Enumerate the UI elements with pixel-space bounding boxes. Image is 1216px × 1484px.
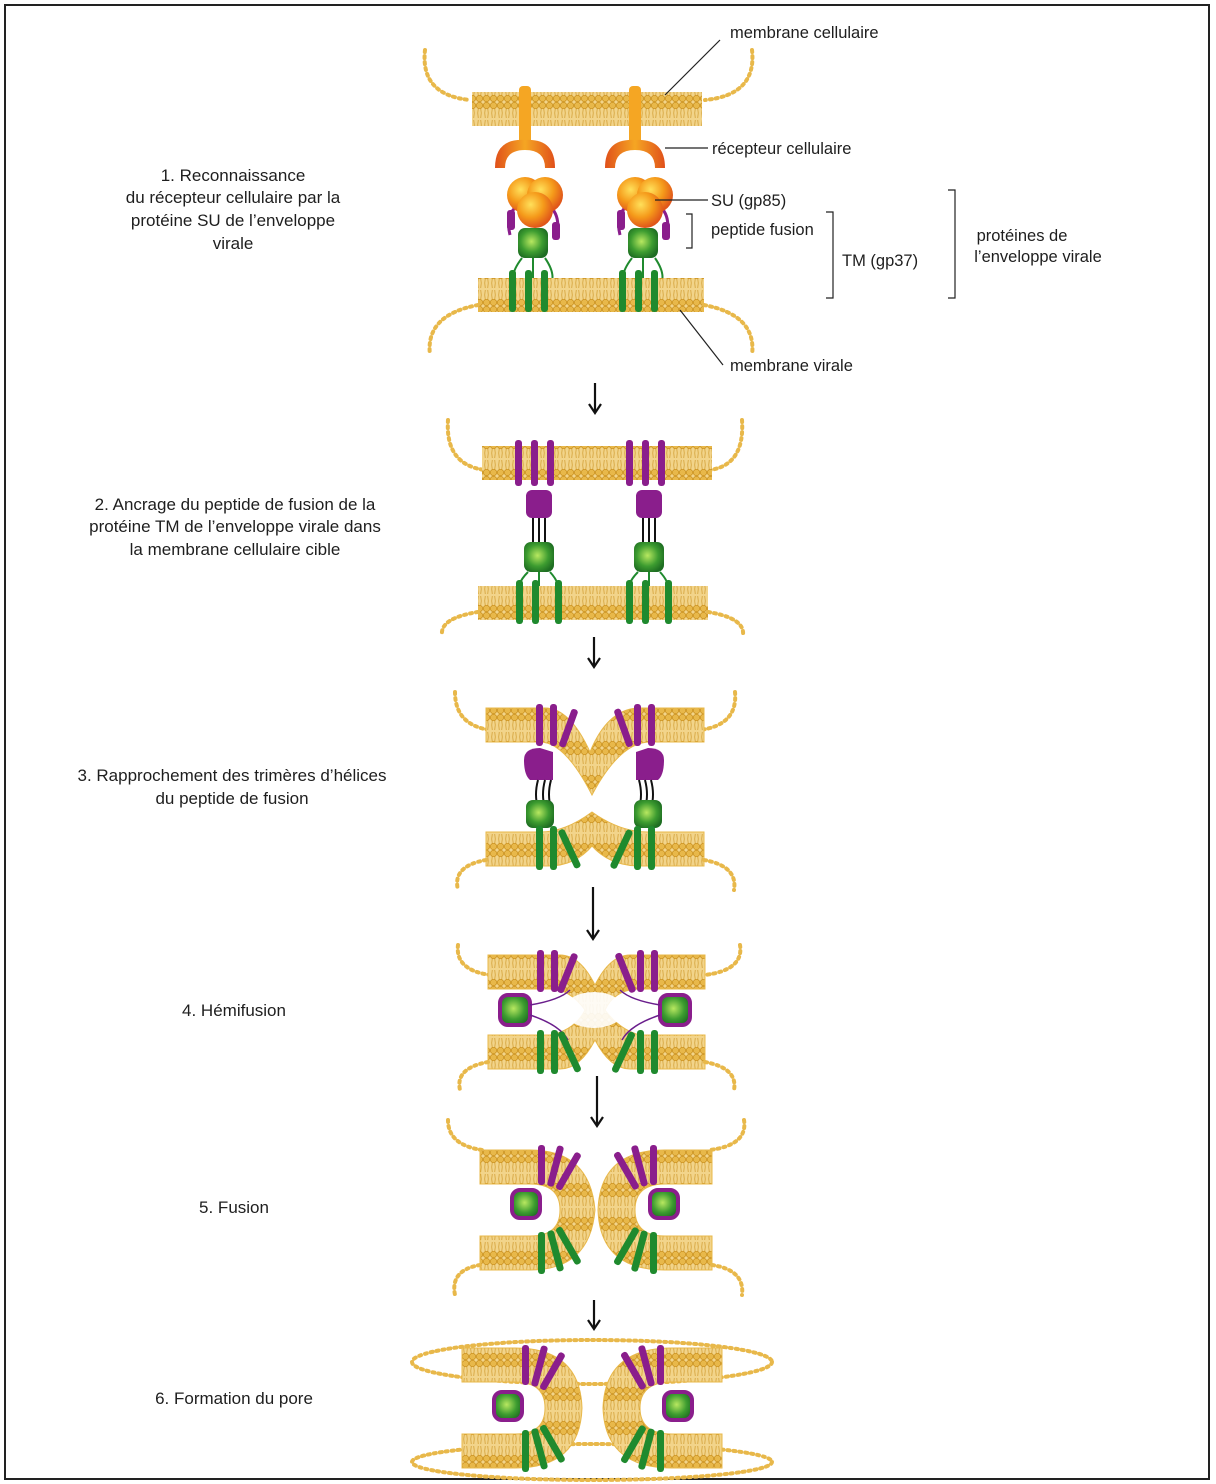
label-recepteur-cellulaire: récepteur cellulaire: [712, 140, 851, 158]
step6-illustration: [412, 1340, 772, 1480]
step-text-line: protéine TM de l’enveloppe virale dans: [89, 517, 381, 536]
step1-illustration: [425, 50, 753, 355]
step-text-line: 1. Reconnaissance: [161, 166, 306, 185]
step4-illustration: [458, 945, 741, 1090]
step-label-1: 1. Reconnaissance du récepteur cellulair…: [126, 166, 341, 253]
label-proteines-line1: protéines de: [977, 227, 1068, 245]
down-arrow: [587, 887, 599, 939]
down-arrow: [588, 1300, 600, 1329]
annotation-lines: [655, 40, 955, 365]
step-label-2: 2. Ancrage du peptide de fusion de la pr…: [89, 495, 381, 559]
down-arrow: [589, 383, 601, 413]
step-text-line: du peptide de fusion: [155, 789, 308, 808]
step-label-4: 4. Hémifusion: [182, 1001, 286, 1020]
step-label-3: 3. Rapprochement des trimères d’hélices …: [78, 766, 387, 808]
step-text-line: la membrane cellulaire cible: [130, 540, 341, 559]
step-text-line: protéine SU de l’enveloppe: [131, 211, 335, 230]
step5-illustration: [448, 1120, 744, 1295]
cell-membrane-bilayer: [472, 92, 702, 126]
label-peptide-fusion: peptide fusion: [711, 221, 814, 239]
step-text-line: 3. Rapprochement des trimères d’hélices: [78, 766, 387, 785]
down-arrow: [591, 1076, 603, 1126]
label-proteines-line2: l’enveloppe virale: [974, 248, 1102, 266]
down-arrow: [588, 637, 600, 667]
step-label-5: 5. Fusion: [199, 1198, 269, 1217]
viral-membrane-edge-right: [704, 305, 752, 355]
label-tm: TM (gp37): [842, 252, 918, 270]
step-text-line: virale: [213, 234, 254, 253]
step-text-line: 2. Ancrage du peptide de fusion de la: [95, 495, 376, 514]
cell-membrane-edge-right: [705, 50, 752, 100]
step-text-line: du récepteur cellulaire par la: [126, 188, 341, 207]
step2-illustration: [442, 420, 743, 635]
label-su: SU (gp85): [711, 192, 786, 210]
label-membrane-cellulaire: membrane cellulaire: [730, 24, 879, 42]
viral-membrane-edge-left: [430, 305, 478, 355]
cell-membrane-edge-left: [425, 50, 470, 100]
label-membrane-virale: membrane virale: [730, 357, 853, 375]
step3-illustration: [455, 692, 735, 890]
step-label-6: 6. Formation du pore: [155, 1389, 313, 1408]
